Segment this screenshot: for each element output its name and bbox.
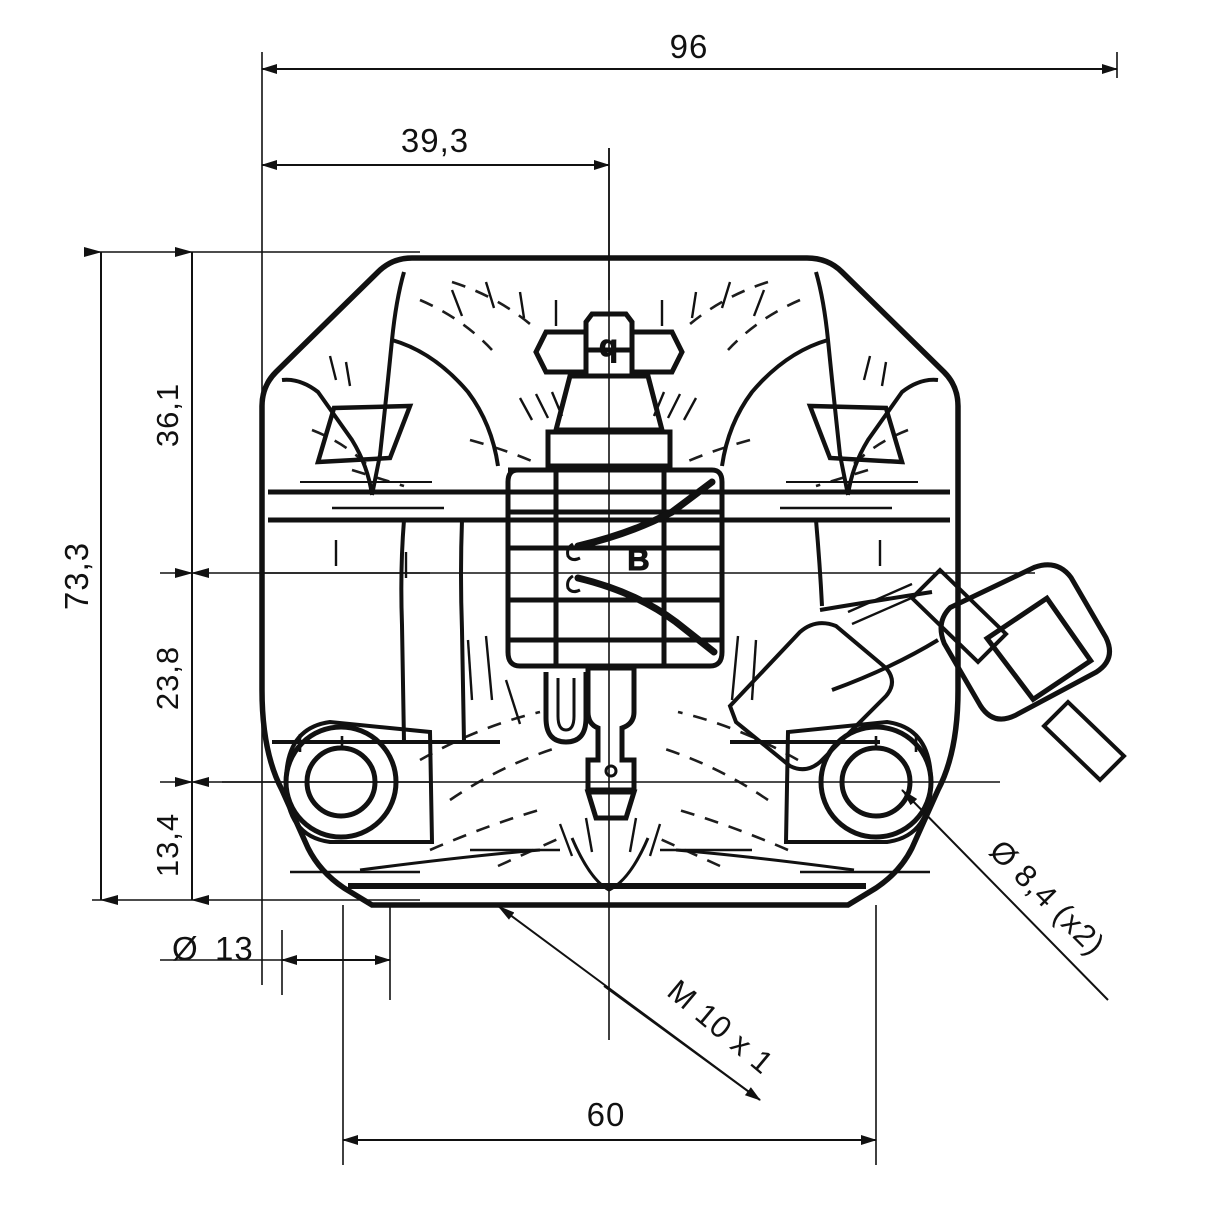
dimension-36-1: 36,1 [150,247,209,578]
pocket-left [314,403,414,465]
spring-clip-upper [574,478,716,550]
connector-end [1041,699,1127,783]
bore-left-boss [283,719,435,844]
bottom-v-left [570,837,610,892]
dimension-96: 96 [261,28,1118,74]
top-left-fillet [281,377,374,496]
bottom-v-right [608,837,650,892]
dimension-label-13-4: 13,4 [150,813,185,877]
bottom-sweep-left [359,848,541,872]
port-boss [727,621,894,772]
cast-surface-hatching [311,280,909,868]
stem-tip [584,789,638,821]
dimension-23-8: 23,8 [150,568,209,787]
body-outer-profile [259,255,961,908]
detail-lines [290,506,930,874]
nipple-wings-right [629,329,685,375]
flank-right-1 [814,519,824,607]
caliper-part-outline: B q [259,255,1127,908]
flank-left-1 [399,519,406,743]
connector-arm [819,590,933,612]
dimension-73-3: 73,3 [58,247,118,905]
bottom-sweep-right [675,848,855,872]
nipple-wings [533,329,589,375]
dimension-label-73-3: 73,3 [58,542,95,610]
top-right-rib [814,271,850,496]
lower-clip-inner [556,678,576,732]
right-inner-scallop [720,338,829,467]
left-inner-scallop [391,338,500,467]
connector-collar [983,594,1095,703]
dimension-label-96: 96 [670,28,709,65]
dimension-label-diameter-13: 13 [215,930,254,967]
dimension-label-23-8: 23,8 [150,646,185,710]
nipple-collar [545,429,673,469]
bore-centre-ticks [298,734,918,752]
spring-clip-lower [574,574,718,656]
spring-clip-eye2 [566,574,581,594]
spring-clip-eye [566,542,581,562]
dimension-label-60: 60 [587,1096,626,1133]
dimension-39-3: 39,3 [261,122,610,170]
top-right-fillet [846,377,939,496]
pocket-right [806,403,906,465]
flank-left-2 [459,519,466,743]
centrelines [222,148,1035,1040]
stem-hole [604,764,618,778]
cast-texture-ticks [328,281,888,857]
dimension-label-36-1: 36,1 [150,383,185,447]
dimension-diameter-13: Ø 13 [172,930,391,967]
top-left-rib [370,271,406,496]
lower-clip-loop [543,672,589,745]
body-mark-label: B [627,542,650,577]
hose-connector [909,562,1127,783]
dimension-60: 60 [342,1096,877,1145]
dimension-label-39-3: 39,3 [401,122,469,159]
dimension-13-4: 13,4 [150,777,209,905]
bleed-nipple-mark-label: q [599,328,619,363]
diameter-symbol-icon: Ø [172,930,199,967]
connector-arm2 [831,638,940,692]
connector-neck [909,567,1009,665]
